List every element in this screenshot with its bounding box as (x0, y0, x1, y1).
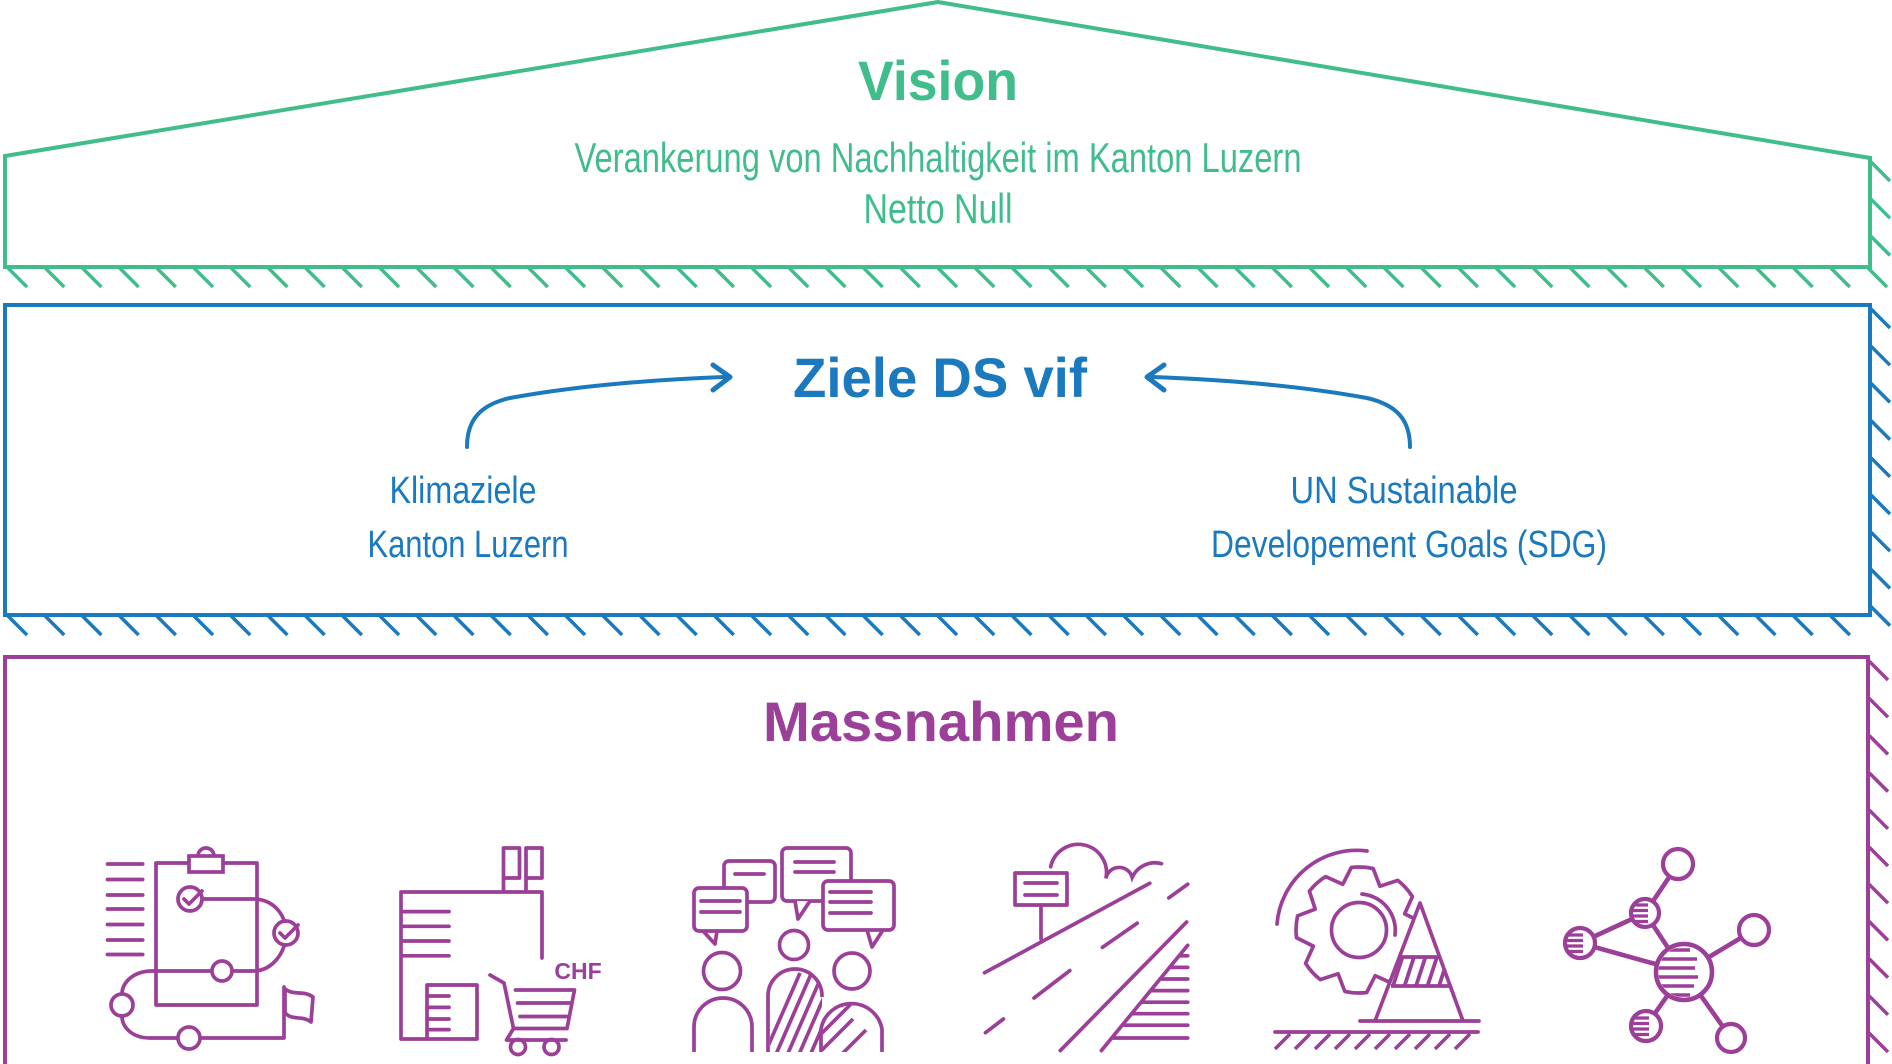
svg-text:UN Sustainable: UN Sustainable (1291, 470, 1518, 512)
svg-text:Massnahmen: Massnahmen (763, 690, 1119, 753)
svg-text:Kanton Luzern: Kanton Luzern (368, 524, 569, 566)
svg-text:Verankerung von Nachhaltigkeit: Verankerung von Nachhaltigkeit im Kanton… (575, 134, 1302, 181)
svg-text:Ziele DS vif: Ziele DS vif (793, 346, 1087, 409)
svg-text:Netto Null: Netto Null (864, 185, 1013, 232)
svg-text:Vision: Vision (858, 49, 1018, 112)
svg-text:Developement Goals (SDG): Developement Goals (SDG) (1211, 524, 1607, 566)
svg-text:Klimaziele: Klimaziele (390, 470, 537, 512)
svg-text:CHF: CHF (554, 958, 601, 984)
